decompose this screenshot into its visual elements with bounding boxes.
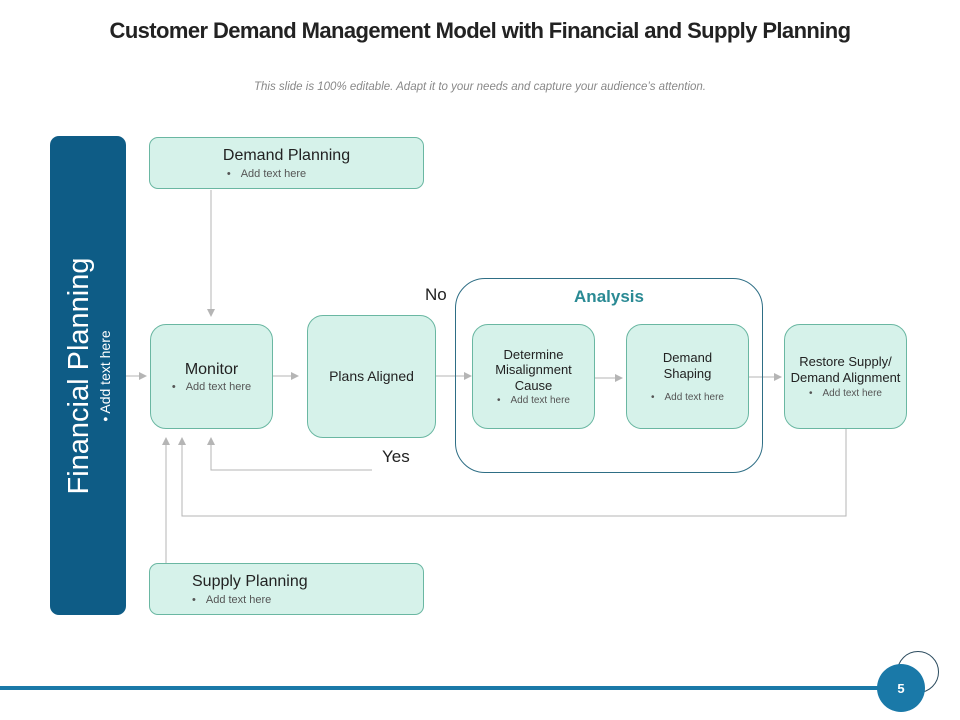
bullet-text: Add text here bbox=[822, 387, 882, 399]
page-number: 5 bbox=[897, 680, 905, 696]
demand-shaping-box[interactable]: Demand Shaping • Add text here bbox=[626, 324, 749, 429]
demand-shaping-bullet: • Add text here bbox=[651, 392, 724, 403]
page-number-badge: 5 bbox=[877, 664, 925, 712]
monitor-box[interactable]: Monitor • Add text here bbox=[150, 324, 273, 429]
bullet-text: Add text here bbox=[205, 593, 272, 606]
yes-label: Yes bbox=[382, 447, 410, 466]
demand-shaping-title: Demand Shaping bbox=[662, 350, 713, 381]
bullet-text: Add text here bbox=[97, 329, 113, 414]
financial-planning-title: Financial Planning bbox=[63, 257, 95, 494]
analysis-group bbox=[455, 278, 763, 473]
bullet-dot: • bbox=[651, 391, 655, 403]
bullet-dot: • bbox=[809, 387, 813, 399]
financial-planning-bullet: • Add text here bbox=[96, 146, 114, 606]
connector-yes-to-monitor bbox=[207, 437, 372, 471]
restore-alignment-title: Restore Supply/ Demand Alignment bbox=[790, 354, 901, 385]
slide-subtitle: This slide is 100% editable. Adapt it to… bbox=[254, 81, 706, 93]
monitor-title: Monitor bbox=[184, 360, 239, 378]
analysis-title: Analysis bbox=[574, 287, 644, 306]
demand-planning-title: Demand Planning bbox=[222, 147, 351, 165]
bullet-text: Add text here bbox=[510, 395, 570, 407]
plans-aligned-box[interactable]: Plans Aligned bbox=[307, 315, 436, 438]
bullet-dot: • bbox=[97, 416, 113, 422]
bullet-text: Add text here bbox=[240, 167, 307, 180]
demand-planning-box[interactable]: Demand Planning • Add text here bbox=[149, 137, 424, 189]
determine-misalignment-box[interactable]: Determine Misalignment Cause • Add text h… bbox=[472, 324, 595, 429]
financial-planning-bar[interactable]: Financial Planning • Add text here bbox=[50, 136, 126, 615]
connector-restore-to-monitor bbox=[178, 428, 847, 517]
slide-title: Customer Demand Management Model with Fi… bbox=[109, 18, 851, 43]
supply-planning-bullet: • Add text here bbox=[192, 594, 271, 606]
restore-alignment-bullet: • Add text here bbox=[809, 388, 882, 399]
monitor-bullet: • Add text here bbox=[172, 381, 251, 393]
no-label: No bbox=[425, 285, 447, 304]
bullet-dot: • bbox=[192, 593, 196, 606]
bullet-dot: • bbox=[497, 395, 501, 407]
plans-aligned-title: Plans Aligned bbox=[329, 368, 414, 385]
bullet-text: Add text here bbox=[664, 391, 724, 403]
demand-planning-bullet: • Add text here bbox=[227, 168, 306, 180]
determine-misalignment-bullet: • Add text here bbox=[497, 395, 570, 406]
bullet-text: Add text here bbox=[185, 381, 252, 394]
supply-planning-title: Supply Planning bbox=[192, 573, 308, 591]
bullet-dot: • bbox=[171, 381, 176, 394]
supply-planning-box[interactable]: Supply Planning • Add text here bbox=[149, 563, 424, 615]
restore-alignment-box[interactable]: Restore Supply/ Demand Alignment • Add te… bbox=[784, 324, 907, 429]
determine-misalignment-title: Determine Misalignment Cause bbox=[495, 346, 572, 393]
bullet-dot: • bbox=[226, 167, 231, 180]
footer-line bbox=[0, 686, 890, 690]
